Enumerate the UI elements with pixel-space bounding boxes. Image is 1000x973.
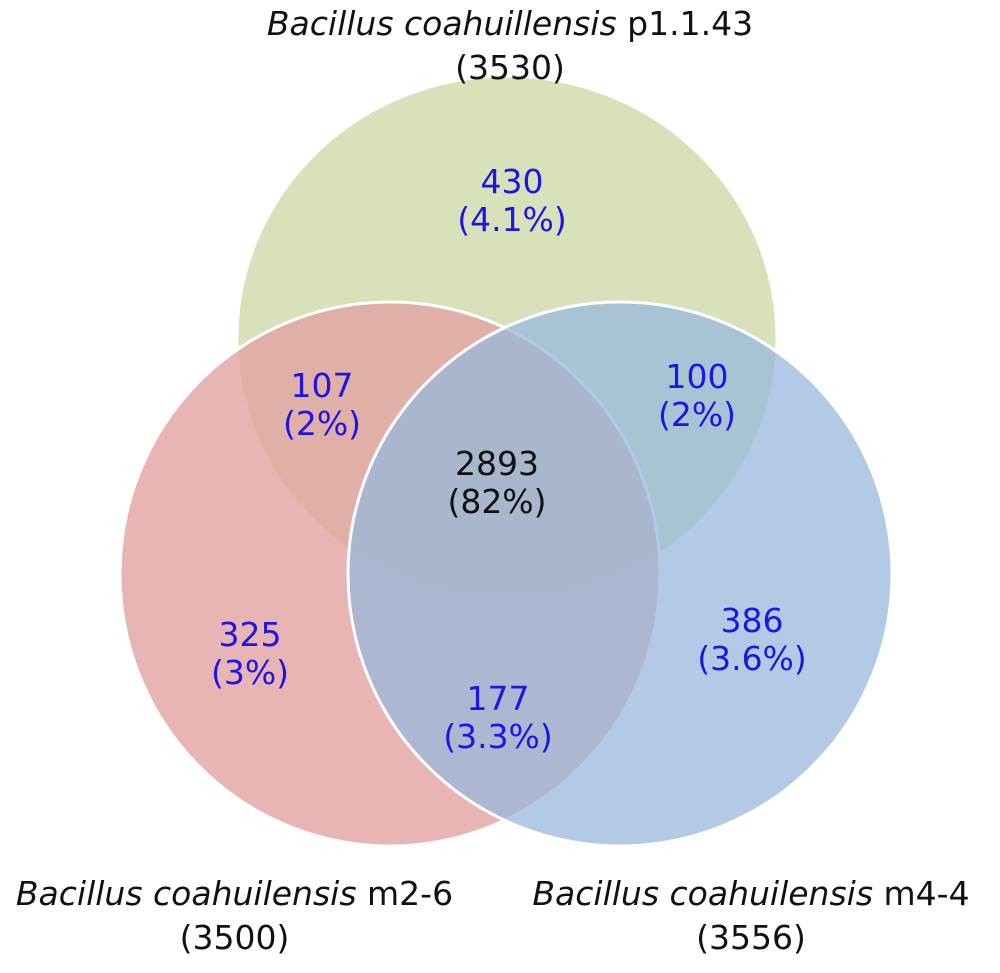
region-left-only-count: 325 xyxy=(218,615,282,654)
set-label-left: Bacillus coahuilensis m2-6 (3500) xyxy=(2,872,467,960)
region-top-only-percent: (4.1%) xyxy=(457,200,567,239)
region-top-only-count: 430 xyxy=(480,162,544,201)
set-top-total: (3530) xyxy=(455,48,565,87)
circle-right xyxy=(346,300,894,848)
region-left-right-count: 177 xyxy=(466,679,530,718)
region-left-only: 325 (3%) xyxy=(211,616,289,692)
region-top-left: 107 (2%) xyxy=(283,367,361,443)
region-right-only-count: 386 xyxy=(720,601,784,640)
region-center: 2893 (82%) xyxy=(447,445,546,521)
set-left-genus: Bacillus coahuilensis xyxy=(15,874,357,913)
region-top-right-percent: (2%) xyxy=(657,395,737,434)
set-right-strain: m4-4 xyxy=(883,874,970,913)
set-left-strain: m2-6 xyxy=(367,874,454,913)
region-top-right-count: 100 xyxy=(665,357,729,396)
region-center-percent: (82%) xyxy=(447,482,547,521)
set-top-genus: Bacillus coahuillensis xyxy=(266,4,617,43)
set-right-genus: Bacillus coahuilensis xyxy=(532,874,874,913)
set-right-total: (3556) xyxy=(696,918,806,957)
region-left-only-percent: (3%) xyxy=(210,653,290,692)
region-right-only-percent: (3.6%) xyxy=(697,639,807,678)
region-left-right-percent: (3.3%) xyxy=(443,717,553,756)
set-label-top: Bacillus coahuillensis p1.1.43 (3530) xyxy=(250,2,770,90)
region-center-count: 2893 xyxy=(455,444,539,483)
set-left-total: (3500) xyxy=(179,918,290,957)
region-top-right: 100 (2%) xyxy=(658,358,736,434)
set-top-strain: p1.1.43 xyxy=(627,4,754,43)
region-top-left-percent: (2%) xyxy=(282,404,362,443)
region-right-only: 386 (3.6%) xyxy=(697,602,807,678)
region-top-left-count: 107 xyxy=(290,366,354,405)
region-top-only: 430 (4.1%) xyxy=(457,163,567,239)
set-label-right: Bacillus coahuilensis m4-4 (3556) xyxy=(510,872,992,960)
region-left-right: 177 (3.3%) xyxy=(443,680,553,756)
